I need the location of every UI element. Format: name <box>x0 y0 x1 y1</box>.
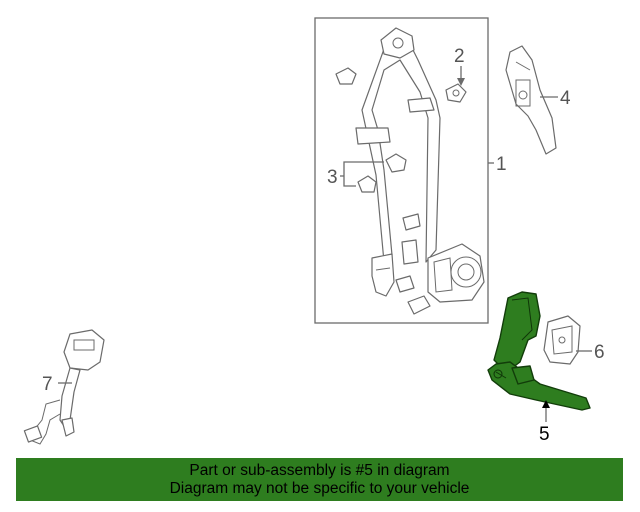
bolt-part-2[interactable] <box>445 83 467 103</box>
nut-parts-3[interactable] <box>357 153 407 193</box>
cover-part-6[interactable] <box>543 315 581 365</box>
callout-7[interactable]: 7 <box>42 374 53 395</box>
buckle-pretensioner-part-5[interactable] <box>487 291 591 411</box>
callout-4[interactable]: 4 <box>560 88 571 109</box>
assembly-group-box <box>314 17 489 324</box>
callout-6[interactable]: 6 <box>594 342 605 363</box>
leader-arrow-5 <box>542 400 550 408</box>
leader-line-3b <box>343 176 356 187</box>
height-adjuster-part-4[interactable] <box>505 45 557 155</box>
info-banner: Part or sub-assembly is #5 in diagram Di… <box>16 458 623 501</box>
buckle-part-7[interactable] <box>23 329 105 445</box>
banner-line-2: Diagram may not be specific to your vehi… <box>169 480 470 497</box>
banner-line-1: Part or sub-assembly is #5 in diagram <box>189 462 450 479</box>
callout-5[interactable]: 5 <box>539 424 550 445</box>
callout-3[interactable]: 3 <box>327 167 338 188</box>
seat-belt-retractor-assembly[interactable] <box>335 27 485 315</box>
callout-2[interactable]: 2 <box>454 46 465 67</box>
leader-line-3a <box>343 161 384 176</box>
leader-arrow-2 <box>457 78 465 86</box>
callout-1[interactable]: 1 <box>496 154 507 175</box>
